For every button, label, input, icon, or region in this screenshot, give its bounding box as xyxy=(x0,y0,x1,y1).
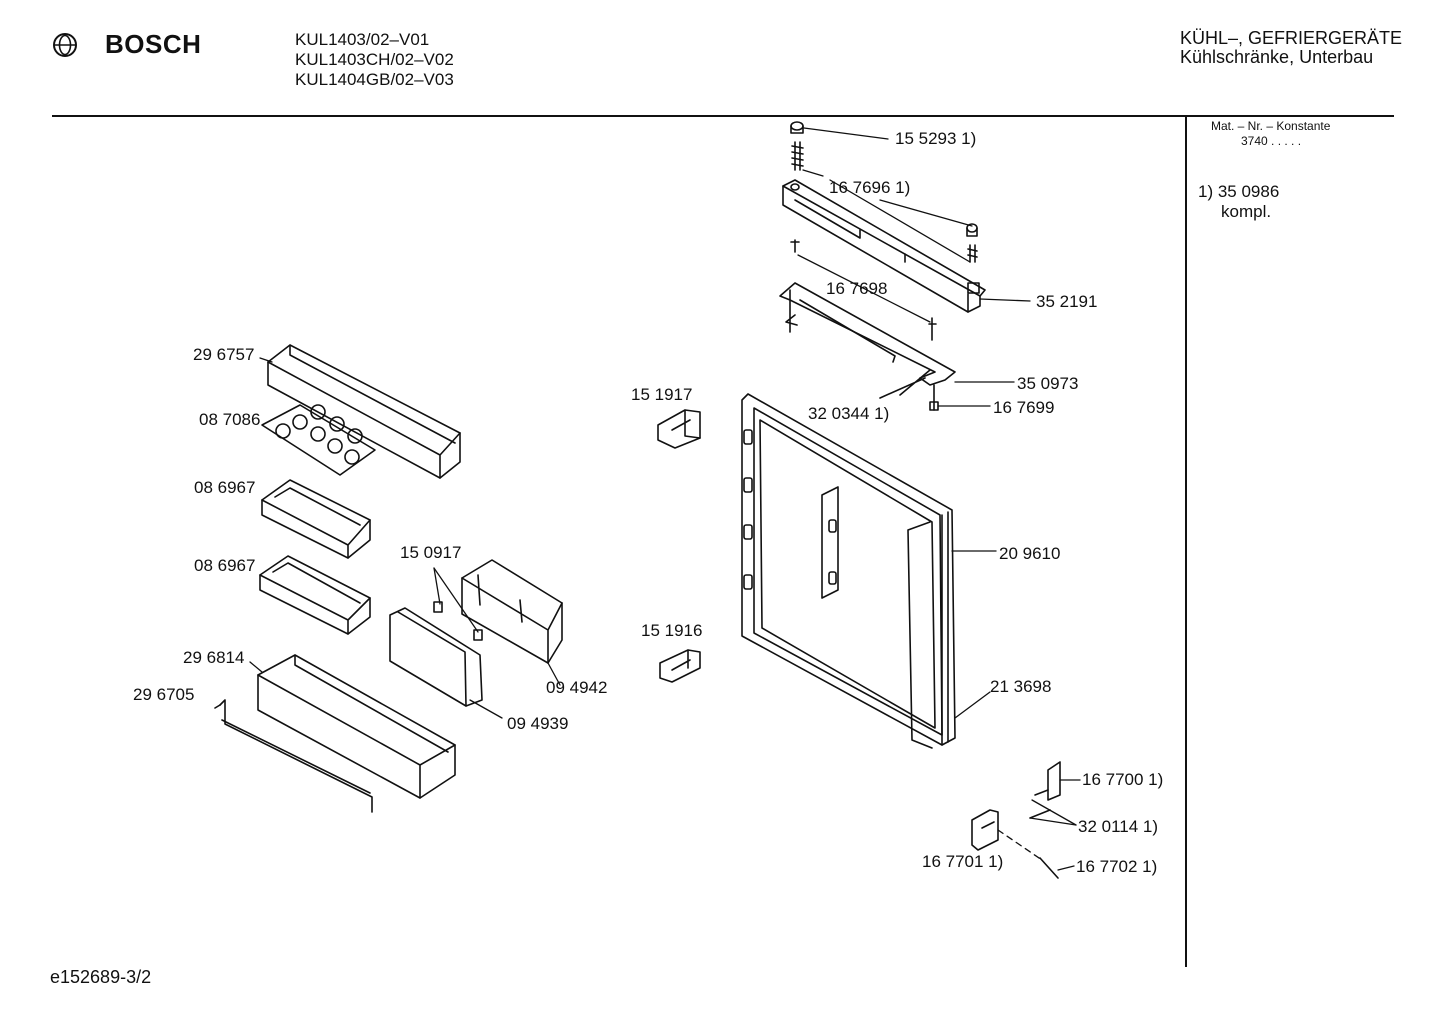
bottom-hinge-drawing xyxy=(971,761,1061,879)
brand-name: BOSCH xyxy=(105,29,202,59)
part-label: 32 0114 1) xyxy=(1078,817,1158,836)
door-rack-drawing xyxy=(214,344,563,813)
part-label: 16 7698 xyxy=(826,279,887,298)
category-title: KÜHL–, GEFRIERGERÄTE Kühlschränke, Unter… xyxy=(1180,29,1402,67)
hinge-bracket-drawing xyxy=(779,239,956,411)
footnote-line: 1) 35 0986 xyxy=(1198,182,1280,201)
part-label: 35 2191 xyxy=(1036,292,1097,311)
part-label: 29 6757 xyxy=(193,345,254,364)
material-number-block: Mat. – Nr. – Konstante 3740 . . . . . xyxy=(1211,119,1330,149)
clip-drawing xyxy=(657,409,701,683)
category-line: Kühlschränke, Unterbau xyxy=(1180,47,1374,67)
footnote: 1) 35 0986 kompl. xyxy=(1198,182,1279,222)
part-label: 29 6814 xyxy=(183,648,244,667)
part-label: 21 3698 xyxy=(990,677,1051,696)
model-list: KUL1403/02–V01 KUL1403CH/02–V02 KUL1404G… xyxy=(295,30,454,90)
part-label: 15 5293 1) xyxy=(895,129,976,148)
category-line: KÜHL–, GEFRIERGERÄTE xyxy=(1180,28,1403,48)
model-number: KUL1403CH/02–V02 xyxy=(295,50,454,69)
model-number: KUL1404GB/02–V03 xyxy=(295,70,454,89)
part-label: 16 7696 1) xyxy=(829,178,910,197)
door-frame-drawing xyxy=(741,393,956,749)
part-label: 35 0973 xyxy=(1017,374,1078,393)
part-label: 09 4942 xyxy=(546,678,607,697)
header-divider xyxy=(52,115,1394,117)
part-label: 15 0917 xyxy=(400,543,461,562)
material-number-title: Mat. – Nr. – Konstante xyxy=(1211,119,1331,133)
leader-lines xyxy=(249,127,1081,871)
part-label: 32 0344 1) xyxy=(808,404,889,423)
part-labels: 15 5293 1) 16 7696 1) 16 7698 35 2191 35… xyxy=(133,129,1163,876)
part-label: 08 6967 xyxy=(194,556,255,575)
part-label: 16 7701 1) xyxy=(922,852,1003,871)
screw-drawing xyxy=(790,121,978,263)
part-label: 16 7700 1) xyxy=(1082,770,1163,789)
sidebar-divider xyxy=(1185,115,1187,967)
document-id: e152689-3/2 xyxy=(50,967,152,987)
part-label: 15 1916 xyxy=(641,621,702,640)
material-number-value: 3740 . . . . . xyxy=(1241,134,1302,148)
part-label: 16 7702 1) xyxy=(1076,857,1157,876)
bosch-logo-icon xyxy=(53,33,77,57)
part-label: 20 9610 xyxy=(999,544,1060,563)
footnote-line: kompl. xyxy=(1221,202,1272,221)
hinge-cover-drawing xyxy=(782,179,986,313)
model-number: KUL1403/02–V01 xyxy=(295,30,430,49)
part-label: 08 6967 xyxy=(194,478,255,497)
part-label: 09 4939 xyxy=(507,714,568,733)
part-label: 08 7086 xyxy=(199,410,260,429)
part-label: 15 1917 xyxy=(631,385,692,404)
part-label: 29 6705 xyxy=(133,685,194,704)
part-label: 16 7699 xyxy=(993,398,1054,417)
